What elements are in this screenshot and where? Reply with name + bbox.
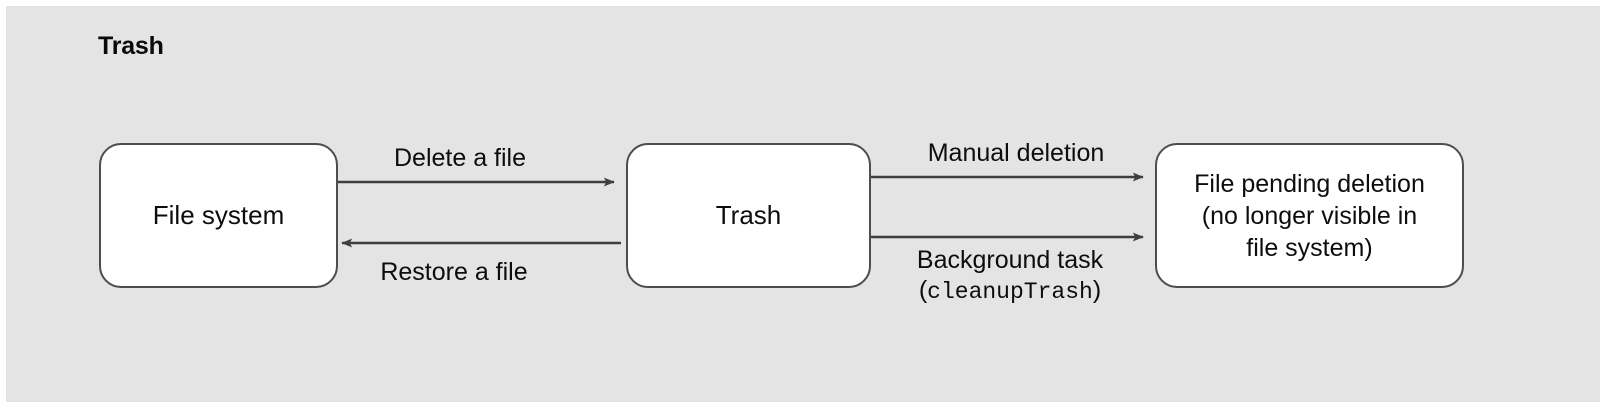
paren-open: ( — [918, 275, 928, 304]
node-file-system-label: File system — [152, 199, 285, 230]
background-task-line-1: Background task — [916, 246, 1104, 274]
pending-line-3: file system) — [1246, 233, 1373, 262]
node-file-pending-deletion-label: File pending deletion (no longer visible… — [1192, 168, 1427, 264]
edge-label-delete-a-file: Delete a file — [393, 144, 527, 172]
paren-close: ) — [1092, 275, 1102, 304]
pending-line-2: (no longer visible in — [1201, 201, 1418, 230]
cleanup-trash-code: cleanupTrash — [927, 278, 1093, 305]
figure-panel: Trash File system Trash File pending del… — [6, 6, 1600, 402]
edge-label-manual-deletion: Manual deletion — [927, 139, 1105, 167]
edge-label-background-task: Background task (cleanupTrash) — [866, 246, 1154, 306]
node-file-system: File system — [99, 143, 338, 288]
node-trash-label: Trash — [715, 199, 782, 230]
edge-label-restore-a-file: Restore a file — [380, 258, 528, 286]
node-trash: Trash — [626, 143, 871, 288]
background-task-line-2: (cleanupTrash) — [918, 275, 1102, 305]
pending-line-1: File pending deletion — [1194, 169, 1425, 198]
figure-title: Trash — [98, 32, 164, 60]
node-file-pending-deletion: File pending deletion (no longer visible… — [1155, 143, 1464, 288]
edge-layer — [333, 172, 1144, 248]
